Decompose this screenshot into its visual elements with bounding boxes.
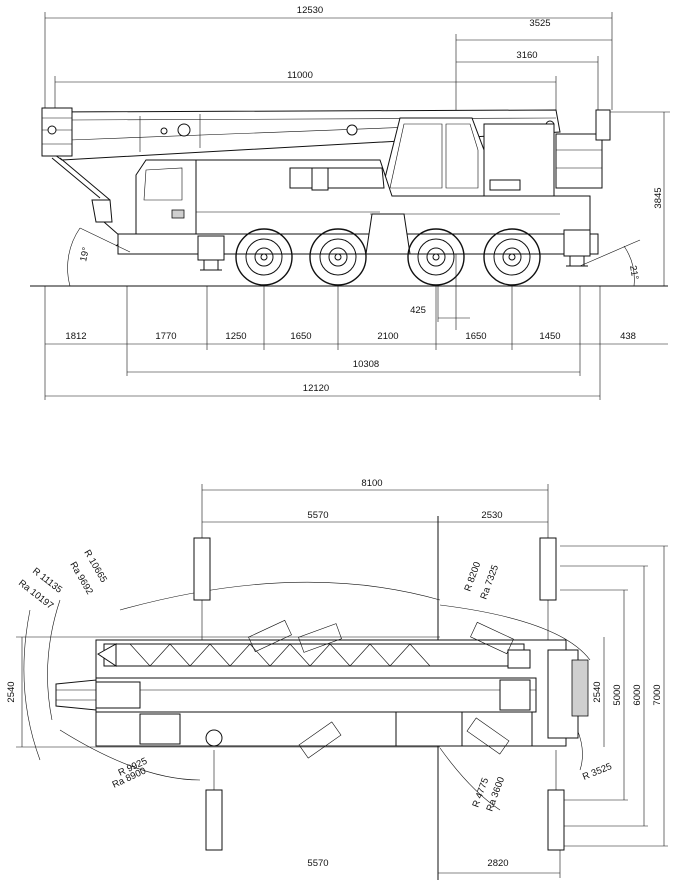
swing-ghosts: [248, 619, 514, 759]
dim-widths-right: 2540 5000 6000 7000: [560, 545, 668, 847]
label-10308: 10308: [353, 359, 379, 370]
dim-overall-length: 12530: [44, 5, 613, 110]
dim-wheelbase-10308: 10308: [127, 359, 580, 373]
chassis: [117, 159, 599, 255]
label-3160: 3160: [516, 50, 537, 61]
axle-spacing-8: 438: [620, 331, 636, 342]
top-view: 8100 5570 2530 5570 2820 2540 2540: [6, 478, 668, 880]
label-angle-19: 19°: [78, 246, 92, 263]
axle-spacing-1: 1812: [65, 331, 86, 342]
superstructure-top: [139, 711, 533, 747]
boom-top: [55, 677, 537, 713]
axle-spacing-2: 1770: [155, 331, 176, 342]
dim-outrigger-span-8100: 8100: [201, 478, 549, 540]
axle-spacing-4: 1650: [290, 331, 311, 342]
dim-axle-spacing: 1812 1770 1250 1650 2100 1650 1450 438: [44, 286, 668, 400]
wheel-4: [483, 228, 541, 286]
hook-block: [51, 157, 121, 247]
outriggers-top: [193, 537, 565, 851]
dim-bottom: 5570 2820: [307, 840, 561, 878]
label-2530: 2530: [481, 510, 502, 521]
axle-spacing-7: 1450: [539, 331, 560, 342]
label-r3525: R 3525: [581, 761, 614, 783]
dim-length-12120: 12120: [45, 383, 600, 397]
outrigger-front: [197, 235, 225, 271]
side-view: 12530 3525 3160 11000 3845: [30, 5, 670, 400]
axle-spacing-6: 1650: [465, 331, 486, 342]
label-5000: 5000: [612, 684, 623, 705]
carrier-cab: [135, 159, 201, 241]
label-11000: 11000: [287, 70, 313, 81]
outrigger-rear: [563, 229, 591, 267]
label-6000: 6000: [632, 684, 643, 705]
wheels: [235, 228, 541, 286]
label-ra7325: Ra 7325: [478, 564, 501, 602]
label-12530: 12530: [297, 5, 323, 16]
wheel-2: [309, 228, 367, 286]
label-425: 425: [410, 305, 426, 316]
approach-angle-front: 19°: [67, 227, 131, 287]
departure-angle-rear: 21°: [579, 239, 640, 287]
label-5570-top: 5570: [307, 510, 328, 521]
label-r8200: R 8200: [462, 560, 483, 593]
operator-cab: [381, 109, 611, 197]
label-angle-21: 21°: [627, 265, 640, 281]
lattice-jib: [97, 643, 531, 669]
dim-width-left: 2540: [6, 636, 440, 748]
wheel-3: [407, 228, 465, 286]
wheel-1: [235, 228, 293, 286]
label-8100: 8100: [361, 478, 382, 489]
label-3845: 3845: [653, 187, 664, 208]
label-5570-bottom: 5570: [307, 858, 328, 869]
label-3525: 3525: [529, 18, 550, 29]
dim-rear-3160: 3160: [456, 50, 599, 110]
label-2540-left: 2540: [6, 681, 17, 702]
axle-spacing-5: 2100: [377, 331, 398, 342]
dim-height-3845: 3845: [600, 111, 670, 286]
label-12120: 12120: [303, 383, 329, 394]
axle-spacing-3: 1250: [225, 331, 246, 342]
label-2820: 2820: [487, 858, 508, 869]
dim-offset-425: 425: [410, 286, 470, 322]
label-2540-right: 2540: [592, 681, 603, 702]
label-7000: 7000: [652, 684, 663, 705]
